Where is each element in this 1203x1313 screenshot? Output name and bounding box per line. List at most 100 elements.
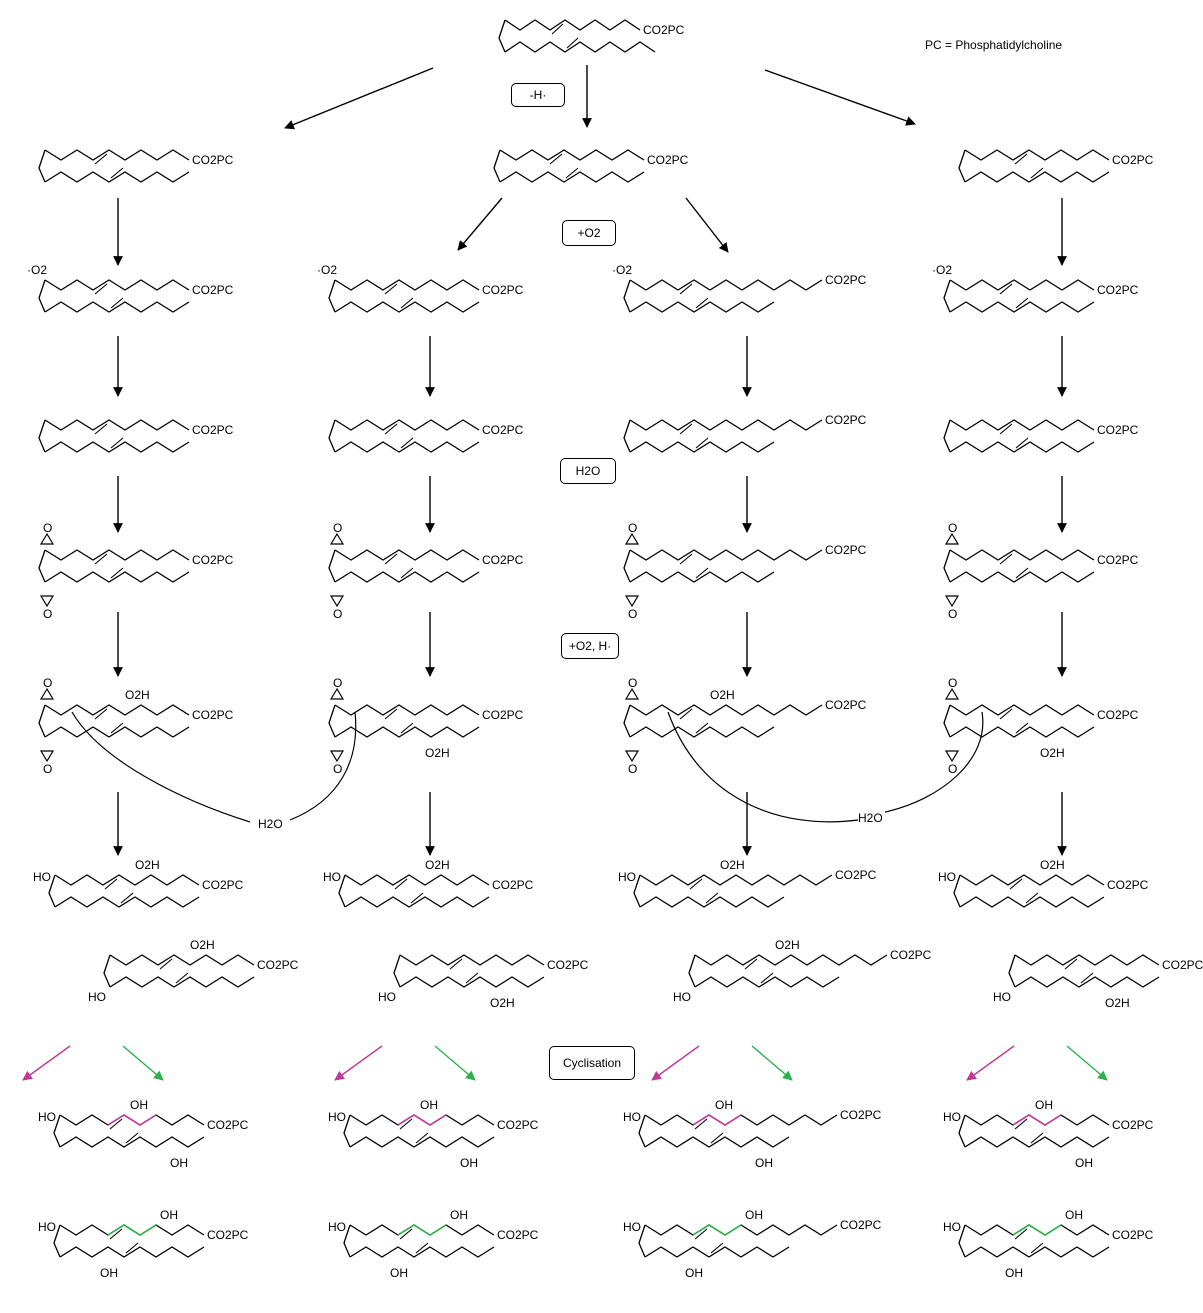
- lower-chain: [629, 301, 775, 313]
- substituent-label: O2H: [1040, 858, 1065, 872]
- water-attack-curve: [71, 711, 251, 823]
- backbone-bond: [103, 954, 111, 988]
- radical-central: [493, 149, 645, 183]
- epoxide-oxygen: O: [628, 762, 637, 776]
- double-bond: [104, 878, 118, 890]
- double-bond: [384, 283, 398, 295]
- epoxide-ring: [624, 750, 640, 763]
- lower-chain: [949, 301, 1095, 313]
- substituent-label: HO: [328, 1110, 346, 1124]
- backbone-bond: [328, 549, 336, 583]
- molecule-layer: [38, 19, 1160, 1258]
- intermediate-r5-c1: [38, 687, 190, 763]
- lower-chain: [1014, 976, 1160, 988]
- double-bond: [999, 553, 1013, 565]
- arrow-magenta-col1: [22, 1045, 71, 1081]
- upper-chain: [44, 149, 190, 161]
- upper-chain: [629, 704, 823, 716]
- double-bond: [695, 297, 709, 309]
- epoxide-ring: [944, 532, 960, 545]
- substituent-label: O2H: [720, 858, 745, 872]
- double-bond: [694, 1118, 708, 1130]
- backbone-bond: [38, 704, 46, 738]
- lower-chain: [334, 441, 480, 453]
- lower-chain: [964, 171, 1110, 183]
- substituent-label: O2H: [775, 938, 800, 952]
- double-bond: [744, 958, 758, 970]
- arrow-green-col1: [122, 1045, 164, 1081]
- lower-chain: [399, 976, 545, 988]
- epoxide-oxygen: O: [43, 607, 52, 621]
- lower-chain: [44, 571, 190, 583]
- upper-chain: [109, 954, 255, 966]
- upper-chain: [629, 419, 823, 431]
- upper-chain: [334, 279, 480, 291]
- highlighted-fragment: [107, 1224, 157, 1236]
- backbone-bond: [943, 279, 951, 313]
- arrow-magenta-col2: [334, 1045, 383, 1081]
- intermediate-r5-c4: [943, 687, 1095, 763]
- water-label-right: H2O: [858, 811, 883, 825]
- double-bond: [400, 297, 414, 309]
- double-bond: [549, 153, 563, 165]
- backbone-bond: [688, 954, 696, 988]
- double-bond: [1025, 892, 1039, 904]
- double-bond: [94, 283, 108, 295]
- upper-chain: [629, 549, 823, 561]
- upper-chain: [644, 1114, 838, 1126]
- double-bond: [110, 567, 124, 579]
- step-h-abstraction: -H·: [511, 83, 565, 107]
- upper-chain: [334, 704, 480, 716]
- backbone-bond: [328, 704, 336, 738]
- double-bond: [760, 972, 774, 984]
- epoxide-oxygen: O: [333, 676, 342, 690]
- epoxide-oxygen: O: [333, 762, 342, 776]
- epoxide-oxygen: O: [628, 521, 637, 535]
- double-bond: [1015, 567, 1029, 579]
- backbone-bond: [328, 419, 336, 453]
- ester-label: CO2PC: [207, 1118, 249, 1132]
- step-hydrolysis: H2O: [560, 458, 616, 484]
- double-bond: [1015, 297, 1029, 309]
- intermediate-r4-c2: [328, 532, 480, 608]
- backbone-bond: [1008, 954, 1016, 988]
- double-bond: [695, 722, 709, 734]
- ester-label: CO2PC: [1097, 553, 1139, 567]
- double-bond: [94, 553, 108, 565]
- epoxide-oxygen: O: [333, 607, 342, 621]
- substituent-label: OH: [1075, 1156, 1093, 1170]
- ester-label: CO2PC: [825, 413, 867, 427]
- double-bond: [1015, 437, 1029, 449]
- backbone-bond: [638, 1224, 646, 1258]
- upper-chain: [964, 149, 1110, 161]
- double-bond: [159, 958, 173, 970]
- upper-chain: [44, 279, 190, 291]
- double-bond: [120, 892, 134, 904]
- substituent-label: HO: [88, 990, 106, 1004]
- intermediate-r3-c1: [38, 419, 190, 453]
- substituent-label: OH: [160, 1208, 178, 1222]
- radical-pathway-1: [38, 149, 190, 183]
- arrow-to-pathway-1: [284, 67, 434, 130]
- backbone-bond: [623, 419, 631, 453]
- lower-chain: [964, 1136, 1110, 1148]
- upper-chain: [949, 419, 1095, 431]
- lower-chain: [959, 896, 1105, 908]
- substituent-label: OH: [715, 1098, 733, 1112]
- upper-chain: [504, 19, 641, 31]
- epoxide-oxygen: O: [948, 607, 957, 621]
- double-bond: [1014, 1118, 1028, 1130]
- product-magenta-c1: [53, 1114, 205, 1148]
- ester-label: CO2PC: [192, 153, 234, 167]
- lower-chain: [44, 441, 190, 453]
- lower-chain: [964, 1246, 1110, 1258]
- backbone-bond: [48, 874, 56, 908]
- substituent-label: OH: [450, 1208, 468, 1222]
- arrow-to-pathway-4: [764, 69, 916, 126]
- ester-label: CO2PC: [482, 553, 524, 567]
- backbone-bond: [943, 419, 951, 453]
- epoxide-ring: [624, 687, 640, 700]
- arrow-layer: [22, 65, 1108, 1081]
- substituent-label: OH: [460, 1156, 478, 1170]
